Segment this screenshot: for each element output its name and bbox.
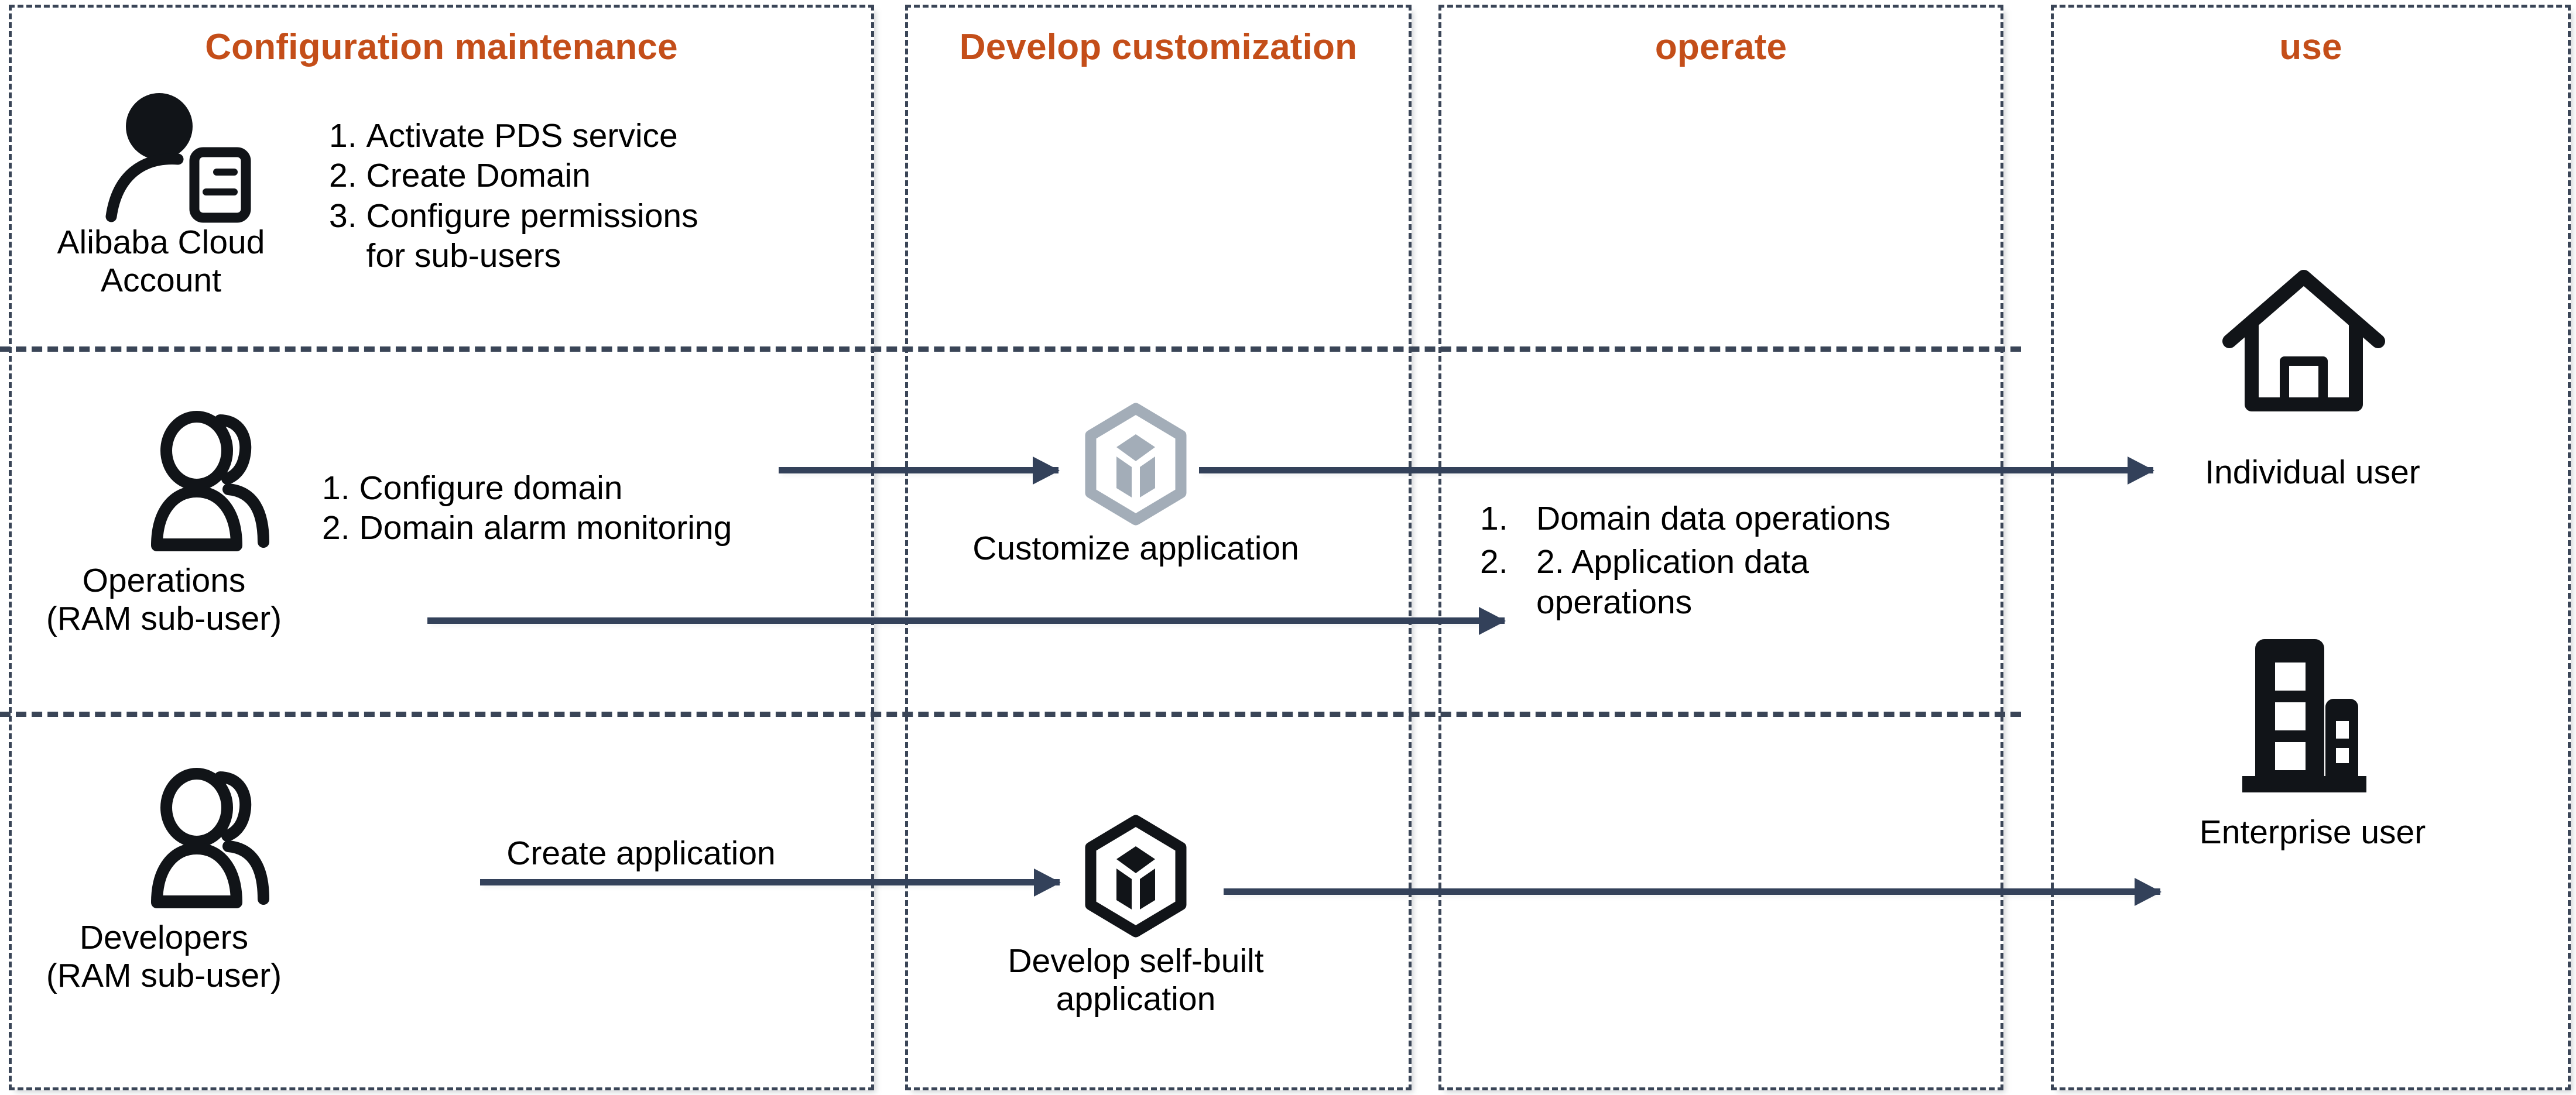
task-item: 1. Activate PDS service: [329, 116, 844, 156]
task-item: 2. Create Domain: [329, 156, 844, 195]
lane-title-use: use: [2279, 27, 2342, 67]
house-icon: [2219, 266, 2389, 424]
row-divider-2: [0, 712, 2021, 717]
edge-label-create-application: Create application: [506, 835, 776, 872]
app-cube-icon-gray: [1080, 403, 1191, 526]
node-label-develop-self-built-application: Develop self-built application: [1008, 942, 1264, 1018]
lane-develop-customization: [905, 5, 1412, 1090]
target-label-enterprise-user: Enterprise user: [2199, 813, 2426, 851]
task-list-configuration: 1. Activate PDS service 2. Create Domain…: [329, 116, 844, 276]
task-item: 1. Domain data operations: [1480, 499, 1966, 538]
row-divider-1: [0, 346, 2021, 352]
app-cube-icon-black: [1080, 815, 1191, 938]
task-text: Configure permissions for sub-users: [366, 197, 698, 275]
task-text: Configure domain: [359, 469, 623, 507]
task-item: 2. 2. Application data operations: [1480, 542, 1966, 622]
lane-use: [2051, 5, 2571, 1090]
task-text: 2. Application data operations: [1536, 543, 1809, 621]
task-number: 2.: [1480, 543, 1508, 581]
node-label-customize-application: Customize application: [972, 530, 1299, 567]
task-item: 3. Configure permissions for sub-users: [329, 196, 844, 276]
actor-label-operations: Operations (RAM sub-user): [46, 562, 282, 637]
lane-operate: [1438, 5, 2003, 1090]
actor-label-developers: Developers (RAM sub-user): [46, 919, 282, 994]
task-text: Activate PDS service: [366, 117, 678, 155]
lane-title-develop-customization: Develop customization: [959, 27, 1358, 67]
two-people-icon-developers: [151, 761, 292, 908]
task-number: 1.: [322, 469, 350, 507]
task-list-operate: 1. Domain data operations 2. 2. Applicat…: [1480, 499, 1966, 622]
person-with-id-card-icon: [101, 87, 259, 223]
task-number: 2.: [322, 509, 350, 547]
task-number: 2.: [329, 157, 357, 195]
lane-title-configuration-maintenance: Configuration maintenance: [205, 27, 678, 67]
task-item: 2. Domain alarm monitoring: [322, 508, 849, 548]
actor-label-alibaba-cloud-account: Alibaba Cloud Account: [57, 224, 265, 299]
task-text: Domain alarm monitoring: [359, 509, 732, 547]
task-number: 3.: [329, 197, 357, 235]
task-text: Create Domain: [366, 157, 591, 195]
task-number: 1.: [1480, 500, 1508, 537]
task-number: 1.: [329, 117, 357, 155]
task-item: 1. Configure domain: [322, 468, 849, 508]
office-building-icon: [2225, 620, 2383, 796]
target-label-individual-user: Individual user: [2205, 454, 2420, 491]
task-list-operations: 1. Configure domain 2. Domain alarm moni…: [322, 468, 849, 548]
lane-title-operate: operate: [1654, 27, 1787, 67]
lane-configuration-maintenance: [9, 5, 874, 1090]
task-text: Domain data operations: [1536, 500, 1891, 537]
two-people-icon-operations: [151, 404, 292, 551]
